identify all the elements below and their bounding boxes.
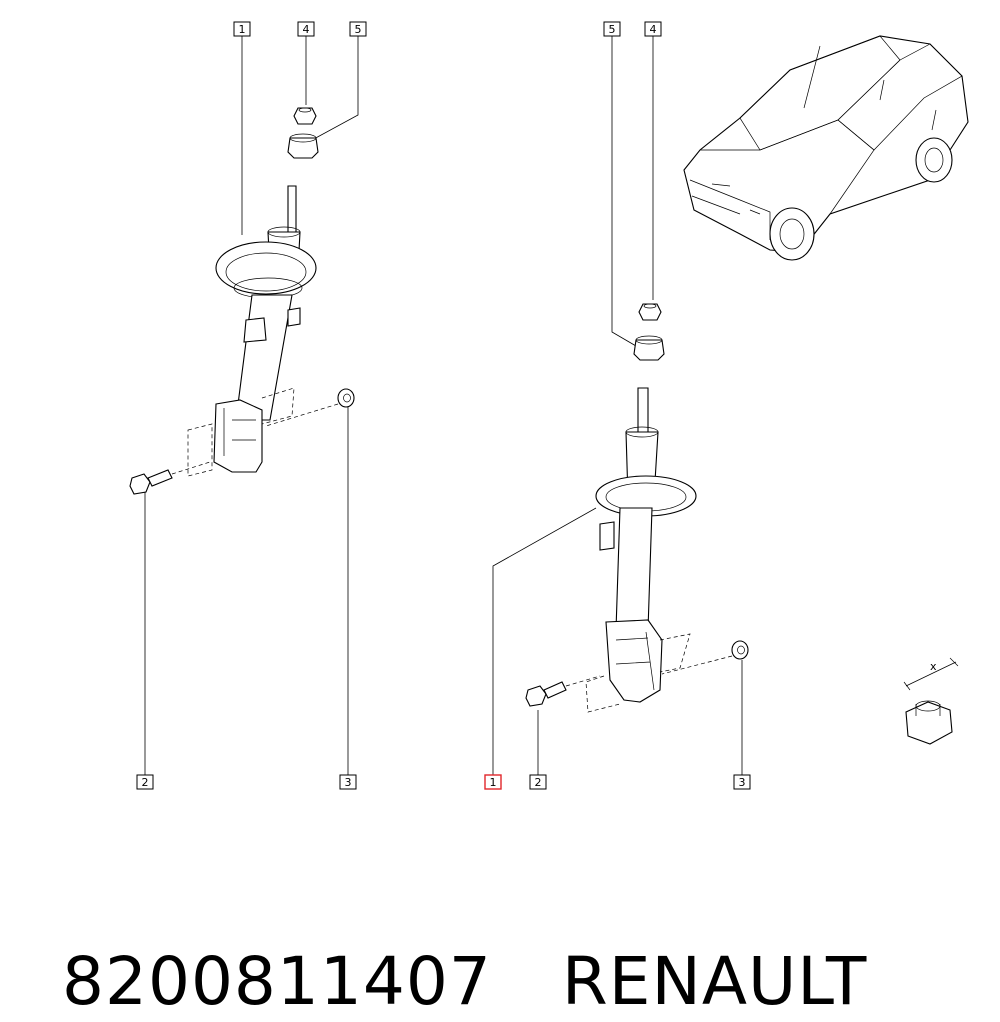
part-number: 8200811407 (61, 943, 492, 1020)
callout-3[interactable]: 3 (339, 774, 357, 790)
svg-text:2: 2 (535, 776, 542, 789)
svg-text:5: 5 (609, 23, 616, 36)
svg-text:3: 3 (739, 776, 746, 789)
bushing-icon (633, 335, 665, 361)
callout-5[interactable]: 5 (603, 21, 621, 37)
callout-4[interactable]: 4 (297, 21, 315, 37)
callout-3[interactable]: 3 (733, 774, 751, 790)
callout-5[interactable]: 5 (349, 21, 367, 37)
svg-text:2: 2 (142, 776, 149, 789)
shock-absorber-icon (585, 387, 697, 713)
car-icon (683, 35, 969, 261)
svg-text:5: 5 (355, 23, 362, 36)
callout-1-highlighted[interactable]: 1 (484, 774, 502, 790)
nut-icon (293, 107, 317, 125)
callout-1[interactable]: 1 (233, 21, 251, 37)
brand-name: RENAULT (561, 943, 868, 1020)
left-strut-assembly: 1 4 5 2 3 (129, 21, 367, 790)
parts-diagram: 1 4 5 2 3 (129, 21, 969, 790)
nut-icon (905, 700, 953, 745)
callout-4[interactable]: 4 (644, 21, 662, 37)
svg-text:4: 4 (303, 23, 310, 36)
right-strut-assembly: 5 4 1 2 3 (484, 21, 751, 790)
bushing-icon (287, 133, 319, 159)
callout-2[interactable]: 2 (529, 774, 547, 790)
svg-text:3: 3 (345, 776, 352, 789)
bolt-icon (525, 675, 601, 707)
washer-icon (661, 640, 749, 675)
bolt-icon (129, 461, 211, 495)
dimension-label: x (930, 660, 937, 673)
washer-icon (265, 388, 355, 427)
caption: 8200811407 RENAULT (18, 862, 867, 1020)
svg-text:1: 1 (239, 23, 246, 36)
svg-text:4: 4 (650, 23, 657, 36)
nut-icon (638, 303, 662, 321)
callout-2[interactable]: 2 (136, 774, 154, 790)
svg-text:1: 1 (490, 776, 497, 789)
nut-detail: x (903, 657, 959, 745)
shock-absorber-icon (187, 185, 317, 477)
